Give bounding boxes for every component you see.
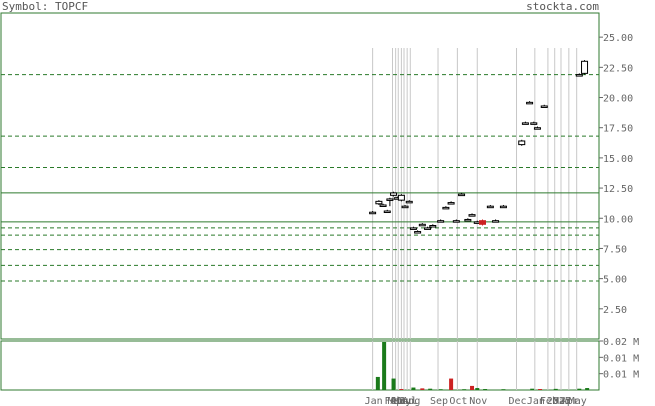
volume-bar	[382, 342, 387, 390]
vertical-grid	[372, 48, 578, 390]
candle-body	[581, 60, 589, 74]
volume-y-axis: 0.01 M 0.01 M 0.02 M	[599, 337, 639, 381]
x-tick-label: Feb	[385, 396, 403, 406]
candle-body	[369, 211, 377, 215]
volume-bar	[577, 388, 582, 390]
volume-bar	[375, 376, 380, 390]
site-watermark: stockta.com	[526, 0, 599, 13]
candle-body	[468, 214, 476, 217]
moving-average-lines	[1, 74, 599, 282]
x-tick-label: Feb	[540, 396, 558, 406]
candle-body	[540, 105, 548, 108]
volume-bar	[470, 385, 475, 390]
price-tick-label: 17.50	[603, 124, 633, 135]
price-y-axis: 2.50 5.00 7.50 10.00 12.50 15.00 17.50 20.00 22.…	[599, 33, 633, 316]
candle-body	[397, 194, 405, 201]
candle-body	[447, 202, 455, 205]
candle-body	[418, 223, 426, 227]
x-tick-label: Apr	[561, 396, 579, 406]
volume-bar	[411, 387, 416, 390]
volume-tick-label: 0.02 M	[603, 337, 639, 348]
price-tick-label: 5.00	[603, 275, 627, 286]
volume-bar	[585, 388, 590, 390]
candle-body	[442, 206, 450, 210]
volume-bar	[391, 378, 396, 390]
candle-body	[479, 220, 486, 225]
price-tick-label: 2.50	[603, 305, 627, 316]
candle-body	[530, 122, 538, 125]
x-tick-label: May	[569, 396, 587, 406]
candle-body	[375, 200, 383, 205]
candle-body	[401, 205, 409, 209]
volume-bar	[462, 389, 467, 390]
candles	[369, 60, 589, 234]
candle-body	[414, 231, 422, 234]
candle-body	[464, 218, 472, 222]
price-tick-label: 20.00	[603, 94, 633, 105]
candle-body	[409, 227, 417, 230]
price-tick-label: 7.50	[603, 244, 627, 255]
volume-bar	[501, 389, 506, 390]
candle-body	[526, 101, 534, 105]
x-tick-label: Dec	[509, 396, 527, 406]
x-tick-label: Jan	[527, 396, 545, 406]
x-tick-label: Jun	[396, 396, 414, 406]
volume-bar	[530, 388, 535, 390]
volume-bar	[399, 389, 404, 390]
candle-body	[386, 198, 394, 201]
x-tick-label: Mar	[553, 396, 571, 406]
candle-body	[575, 74, 583, 77]
x-tick-label: Aug	[402, 396, 420, 406]
candle-body	[405, 200, 413, 204]
x-tick-label: Mar	[388, 396, 406, 406]
price-tick-label: 22.50	[603, 63, 633, 74]
symbol-label: Symbol: TOPCF	[2, 0, 89, 13]
volume-tick-label: 0.01 M	[603, 370, 639, 381]
volume-panel-frame	[0, 340, 600, 391]
x-tick-label: May	[393, 396, 411, 406]
volume-bar	[449, 378, 454, 390]
price-panel-frame	[0, 12, 600, 340]
x-tick-label: Jan	[365, 396, 383, 406]
x-tick-label: Jul	[399, 396, 417, 406]
candle-body	[458, 193, 466, 197]
volume-bar	[538, 389, 543, 390]
price-tick-label: 25.00	[603, 33, 633, 44]
volume-bar	[438, 389, 443, 390]
candle-body	[383, 210, 391, 214]
x-tick-label: 2025	[547, 396, 571, 406]
volume-bar	[428, 388, 433, 390]
candle-body	[429, 225, 437, 228]
candle-body	[499, 205, 507, 209]
volume-bars	[375, 342, 590, 390]
candle-body	[518, 140, 526, 146]
candle-body	[492, 220, 500, 223]
candle-body	[437, 220, 445, 223]
candle-body	[486, 205, 494, 209]
x-tick-label: Apr	[390, 396, 408, 406]
candle-body	[452, 220, 460, 223]
volume-bar	[553, 388, 558, 390]
candle-body	[379, 204, 387, 207]
volume-bar	[420, 388, 425, 390]
candle-body	[390, 192, 398, 196]
volume-bar	[475, 388, 480, 390]
x-tick-label: Sep	[430, 396, 448, 406]
candle-body	[521, 122, 529, 125]
volume-tick-label: 0.01 M	[603, 353, 639, 364]
x-tick-label: Nov	[469, 396, 487, 406]
price-tick-label: 15.00	[603, 154, 633, 165]
x-tick-label: Oct	[449, 396, 467, 406]
volume-bar	[483, 389, 488, 390]
price-tick-label: 12.50	[603, 184, 633, 195]
candle-body	[533, 127, 541, 130]
price-tick-label: 10.00	[603, 214, 633, 225]
candle-body	[424, 227, 432, 230]
